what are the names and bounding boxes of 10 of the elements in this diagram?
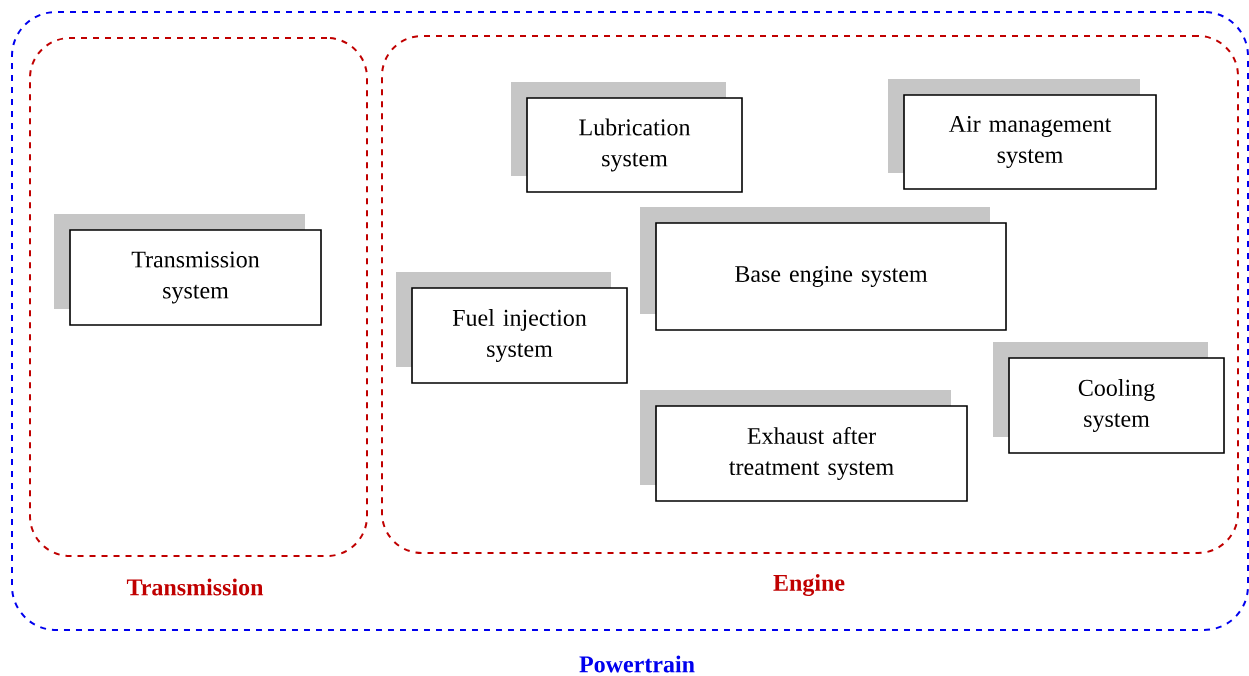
- group-title: Powertrain: [579, 655, 695, 673]
- system-box: Base engine system: [640, 207, 1007, 331]
- system-box: Exhaust after treatment system: [640, 390, 968, 502]
- system-box: Air management system: [888, 79, 1157, 190]
- system-box: Transmission system: [54, 214, 322, 326]
- system-box: Cooling system: [993, 342, 1225, 454]
- system-box: Fuel injection system: [396, 272, 628, 384]
- group-title: Engine: [773, 574, 845, 596]
- group-title: Transmission: [126, 578, 264, 596]
- system-box: Lubrication system: [511, 82, 743, 193]
